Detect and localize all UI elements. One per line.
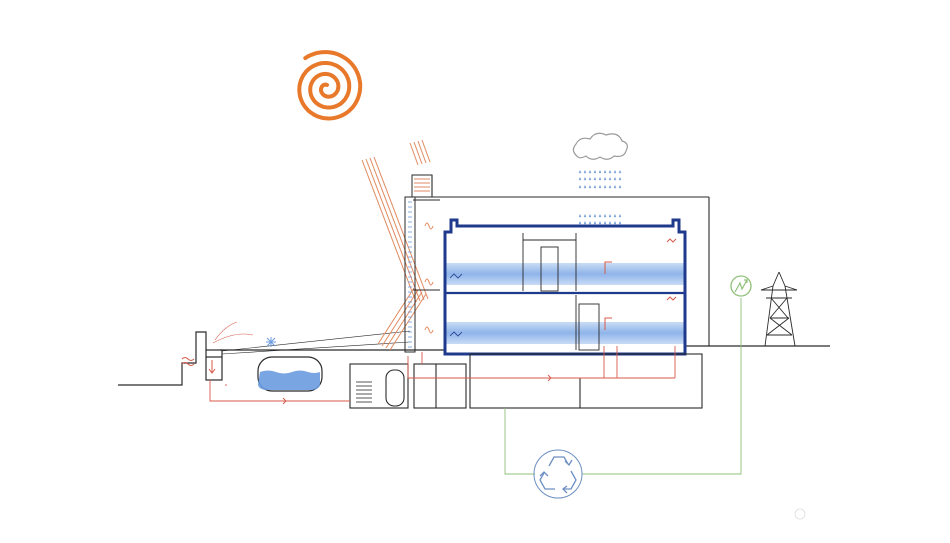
raindrop (603, 214, 607, 218)
raindrop (613, 221, 617, 225)
raindrop (598, 177, 602, 181)
raindrop (583, 221, 587, 225)
raindrop (583, 170, 587, 174)
inlet-arrow (181, 357, 216, 374)
ground-line (118, 331, 830, 386)
raindrop (613, 170, 617, 174)
raindrop (613, 177, 617, 181)
electric-lines (504, 298, 742, 475)
spark-icon (266, 337, 276, 347)
terrain-lines (212, 321, 411, 355)
rain-icon (578, 170, 622, 225)
electricity-icon (730, 275, 752, 297)
raindrop (578, 170, 582, 174)
pipe-flow-arrows (282, 374, 552, 405)
building-volume (443, 218, 687, 356)
raindrop (608, 221, 612, 225)
solar-panel-icon (361, 156, 429, 351)
basement (349, 353, 703, 409)
raindrop (613, 185, 617, 189)
raindrop (603, 170, 607, 174)
raindrop (618, 214, 622, 218)
raindrop (593, 214, 597, 218)
raindrop (588, 177, 592, 181)
raindrop (598, 221, 602, 225)
raindrop (593, 185, 597, 189)
raindrop (598, 185, 602, 189)
sun-spiral-icon (297, 50, 363, 121)
raindrop (593, 221, 597, 225)
raindrop (608, 177, 612, 181)
raindrop (603, 185, 607, 189)
raindrop (618, 170, 622, 174)
raindrop (618, 177, 622, 181)
water-inlet-pit (205, 349, 223, 381)
basement-stair (356, 381, 372, 403)
raindrop (608, 170, 612, 174)
air-flow-markers (449, 273, 463, 337)
cloud-icon (572, 132, 628, 160)
raindrop (583, 185, 587, 189)
raindrop (588, 170, 592, 174)
raindrop (603, 177, 607, 181)
raindrop (578, 214, 582, 218)
raindrop (608, 214, 612, 218)
raindrop (578, 185, 582, 189)
water-tank-icon (257, 356, 323, 392)
raindrop (578, 177, 582, 181)
recycle-icon (533, 449, 583, 499)
raindrop (588, 214, 592, 218)
raindrop (593, 170, 597, 174)
raindrop (583, 177, 587, 181)
raindrop (598, 214, 602, 218)
raindrop (608, 185, 612, 189)
interior-fixtures (424, 222, 677, 334)
raindrop (578, 221, 582, 225)
raindrop (603, 221, 607, 225)
interior-walls (522, 233, 600, 351)
water-bands (445, 263, 684, 344)
water-pipes (209, 346, 676, 402)
raindrop (618, 185, 622, 189)
building-shell (413, 175, 710, 346)
corner-mark (794, 508, 806, 520)
raindrop (593, 177, 597, 181)
raindrop (588, 185, 592, 189)
raindrop (618, 221, 622, 225)
raindrop (598, 170, 602, 174)
power-pylon-icon (760, 271, 798, 347)
raindrop (588, 221, 592, 225)
raindrop (613, 214, 617, 218)
raindrop (583, 214, 587, 218)
